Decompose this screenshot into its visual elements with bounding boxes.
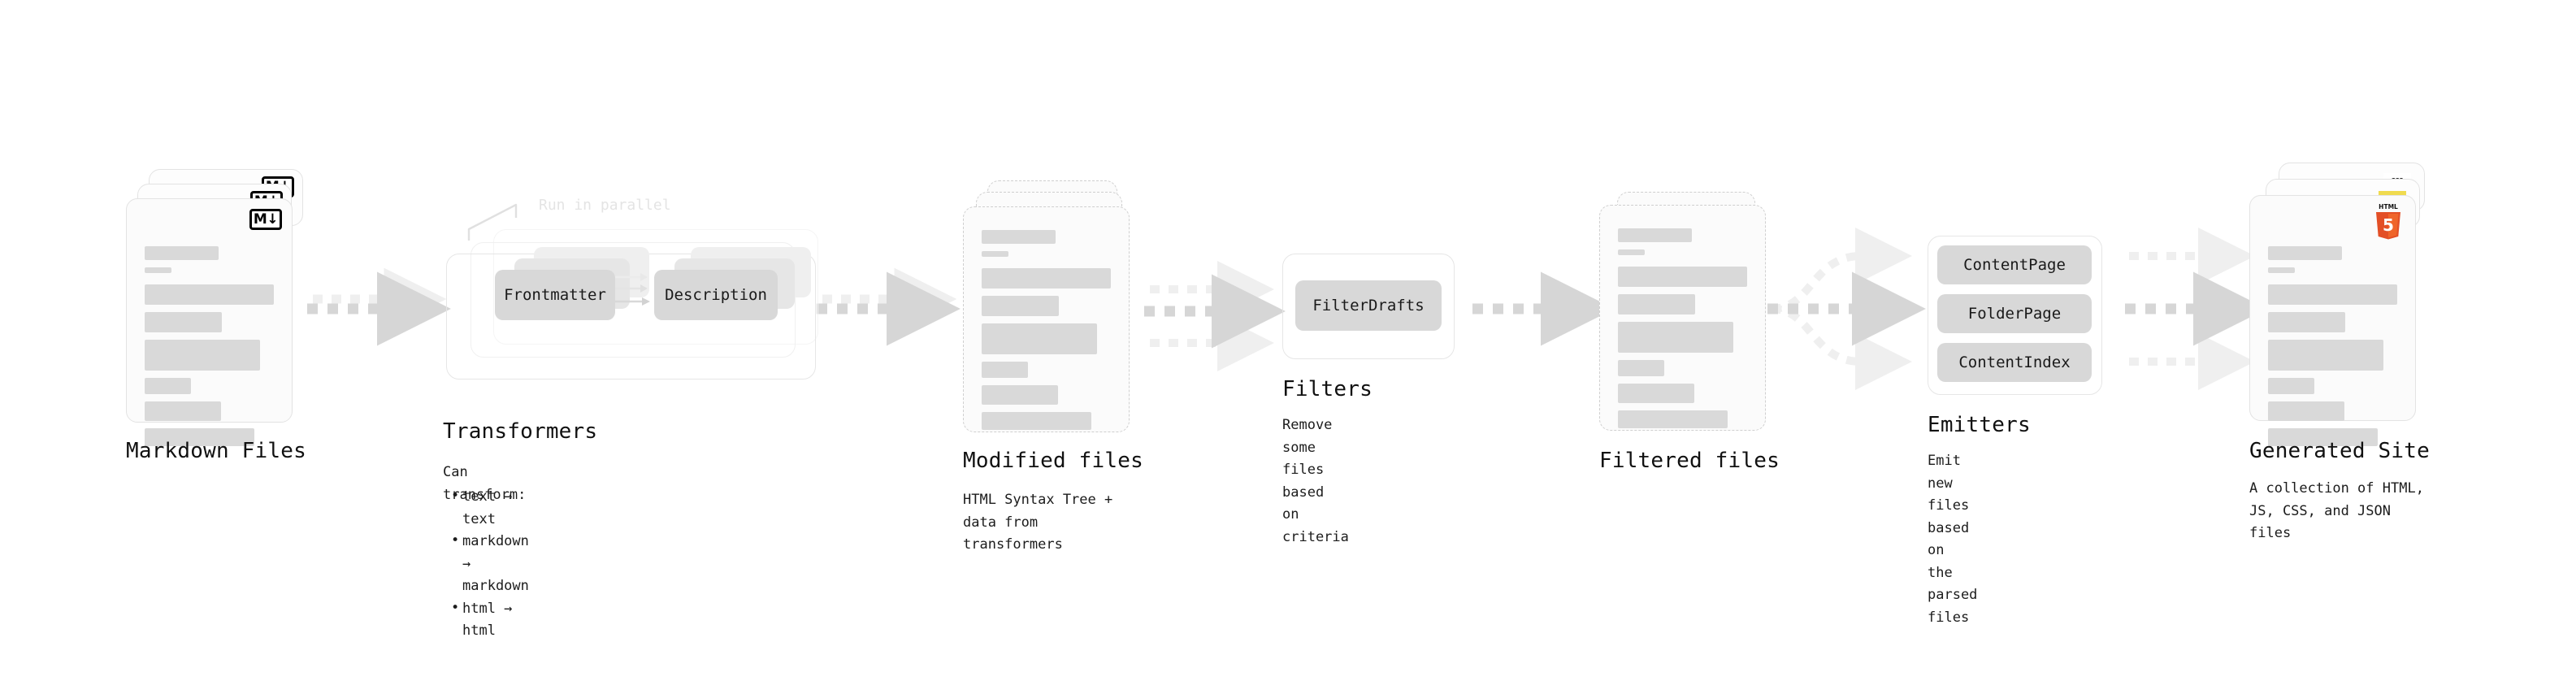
- skeleton-bar: [1618, 228, 1692, 242]
- markdown-icon: M↓: [249, 209, 282, 230]
- stage-generated-site: CSS HTML 5: [2249, 163, 2436, 541]
- skeleton-bar: [2268, 312, 2346, 332]
- transformer-group-mid: [471, 242, 796, 358]
- stage-title-transformers: Transformers: [443, 419, 598, 444]
- bullet-item: text → text: [449, 485, 529, 531]
- connector-filtered-to-emitters: [1767, 228, 1926, 390]
- skeleton-bar: [145, 378, 192, 394]
- skeleton-bar: [982, 230, 1056, 244]
- connector-modified-to-filters: [1144, 261, 1286, 371]
- chip-label: FolderPage: [1967, 305, 2062, 323]
- chip-label: ContentPage: [1963, 256, 2066, 274]
- filtered-file-stack: [1599, 192, 1774, 436]
- chip-label: FilterDrafts: [1312, 297, 1425, 314]
- html5-icon: HTML 5: [2373, 202, 2404, 240]
- skeleton-bar: [1618, 267, 1747, 287]
- skeleton-bar: [1618, 294, 1696, 314]
- skeleton-bar: [2268, 267, 2296, 273]
- skeleton-bar: [145, 428, 255, 446]
- skeleton-bar: [1618, 322, 1733, 353]
- transformers-bullet-list: text → text markdown → markdown html → h…: [449, 485, 529, 643]
- skeleton-bar: [982, 385, 1058, 405]
- skeleton-bar: [2268, 246, 2342, 260]
- skeleton-bar: [2268, 401, 2344, 421]
- skeleton-bar: [1618, 249, 1646, 255]
- bullet-item: html → html: [449, 597, 529, 643]
- skeleton-bar: [145, 284, 274, 305]
- skeleton-bar: [145, 312, 223, 332]
- skeleton-bar: [982, 296, 1060, 316]
- skeleton-bar: [2268, 284, 2397, 305]
- bullet-item: markdown → markdown: [449, 530, 529, 598]
- skeleton-bar: [982, 323, 1097, 354]
- card-skeleton: [145, 246, 274, 453]
- skeleton-bar: [2268, 340, 2383, 371]
- chip-label: Frontmatter: [504, 286, 606, 304]
- transformer-chip-frontmatter[interactable]: Frontmatter: [495, 270, 615, 320]
- skeleton-bar: [145, 401, 221, 421]
- stage-title-filters: Filters: [1282, 377, 1373, 401]
- generated-site-subtitle: A collection of HTML, JS, CSS, and JSON …: [2249, 480, 2424, 542]
- transformer-chip-description[interactable]: Description: [654, 270, 778, 320]
- skeleton-bar: [145, 340, 260, 371]
- stage-title-modified-files: Modified files: [963, 449, 1143, 473]
- skeleton-bar: [982, 412, 1092, 430]
- filter-chip-filterdrafts[interactable]: FilterDrafts: [1295, 280, 1442, 331]
- modified-files-subtitle: HTML Syntax Tree + data from transformer…: [963, 492, 1113, 553]
- emitter-chip-contentindex[interactable]: ContentIndex: [1937, 343, 2092, 382]
- stage-title-markdown-files: Markdown Files: [126, 439, 306, 463]
- chip-label: Description: [665, 286, 767, 304]
- filtered-card-front: [1599, 205, 1766, 431]
- markdown-file-stack: M↓ M↓ M↓: [126, 169, 313, 446]
- skeleton-bar: [1618, 384, 1694, 403]
- skeleton-bar: [145, 246, 219, 260]
- filters-group-box: [1282, 254, 1455, 359]
- transformer-group-back: [493, 229, 818, 345]
- emitters-group-box: [1928, 236, 2102, 395]
- connector-transformers-to-modified: [817, 267, 961, 346]
- svg-text:5: 5: [2383, 215, 2394, 235]
- skeleton-bar: [145, 267, 172, 273]
- stage-markdown-files: M↓ M↓ M↓ Markdown Files: [126, 169, 313, 463]
- modified-card-front: [963, 206, 1130, 432]
- stage-title-generated-site: Generated Site: [2249, 439, 2430, 463]
- skeleton-bar: [2268, 428, 2379, 446]
- stage-title-filtered-files: Filtered files: [1599, 449, 1780, 473]
- card-skeleton: [1618, 228, 1747, 436]
- skeleton-bar: [1618, 410, 1728, 428]
- skeleton-bar: [1618, 360, 1665, 376]
- emitter-chip-folderpage[interactable]: FolderPage: [1937, 294, 2092, 333]
- svg-text:HTML: HTML: [2379, 203, 2398, 210]
- stage-modified-files: Modified files HTML Syntax Tree + data f…: [963, 180, 1143, 553]
- stage-filtered-files: Filtered files: [1599, 192, 1780, 473]
- connector-markdown-to-transformers: [307, 267, 451, 346]
- generated-card-front: HTML 5: [2249, 195, 2416, 446]
- card-skeleton: [2268, 246, 2397, 453]
- chip-label: ContentIndex: [1958, 354, 2071, 371]
- emitter-chip-contentpage[interactable]: ContentPage: [1937, 245, 2092, 284]
- markdown-card-front: M↓: [126, 198, 293, 446]
- skeleton-bar: [982, 251, 1009, 257]
- run-in-parallel-bracket: [467, 203, 518, 241]
- stage-title-emitters: Emitters: [1928, 413, 2031, 437]
- emitters-subtitle: Emit new files based on the parsed files: [1928, 453, 1978, 626]
- run-in-parallel-label: Run in parallel: [539, 197, 671, 214]
- skeleton-bar: [2268, 378, 2315, 394]
- connector-emitters-to-site: [2125, 228, 2267, 390]
- card-skeleton: [982, 230, 1111, 437]
- skeleton-bar: [982, 268, 1111, 288]
- modified-file-stack: [963, 180, 1138, 434]
- filters-subtitle: Remove some files based on criteria: [1282, 417, 1349, 545]
- skeleton-bar: [982, 362, 1029, 378]
- generated-file-stack: CSS HTML 5: [2249, 163, 2436, 446]
